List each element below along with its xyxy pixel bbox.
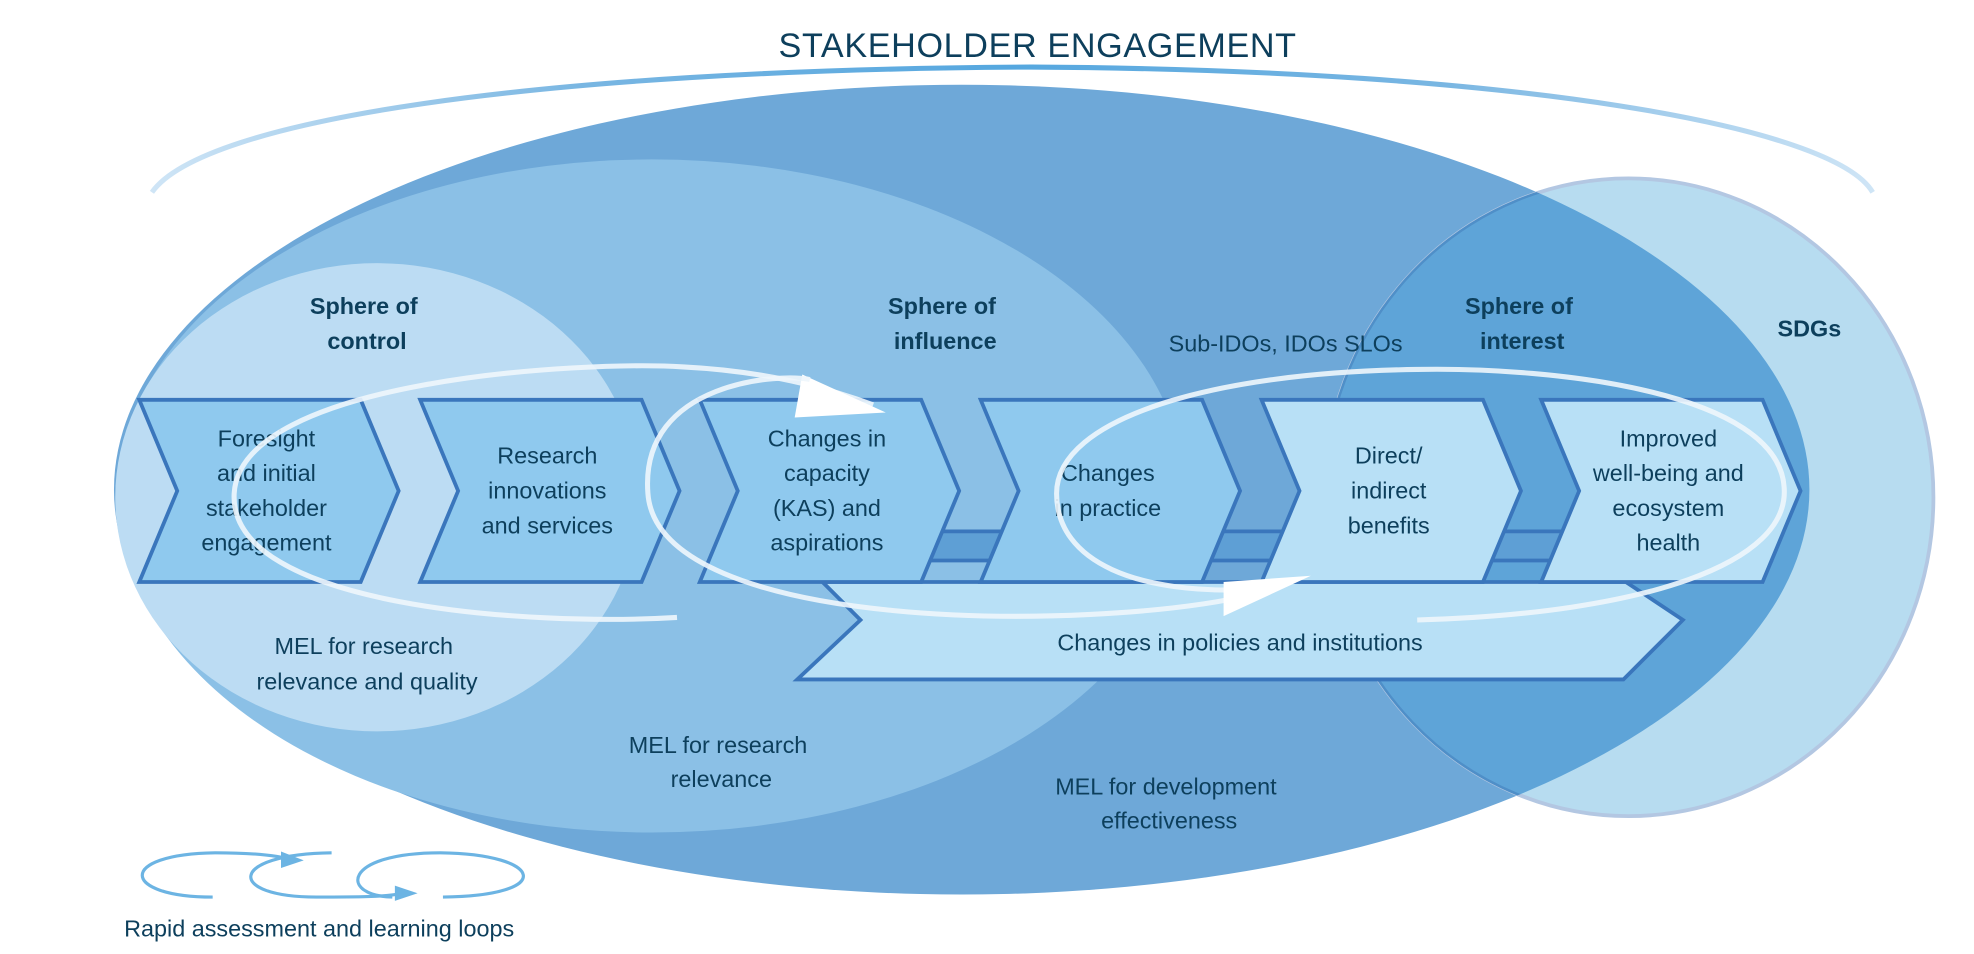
sphere-interest-label: Sphere of interest [1465,293,1579,354]
policy-arrow-label: Changes in policies and institutions [1057,629,1422,655]
chevron-step-2 [417,397,682,584]
diagram-title: STAKEHOLDER ENGAGEMENT [779,27,1297,65]
legend-label: Rapid assessment and learning loops [124,915,514,941]
chevron-step-6 [1538,397,1803,584]
mel-quality-label: MEL for research relevance and quality [256,633,477,694]
chevron-step-3 [696,397,962,584]
learning-loop-right [1054,366,1787,623]
learning-loop-middle [645,375,1254,619]
stakeholder-engagement-arc [149,64,1875,194]
outcome-levels-label: Sub-IDOs, IDOs SLOs [1169,331,1403,357]
sphere-control-label: Sphere of control [310,293,424,354]
chevron-step-4 [977,397,1243,584]
sphere-influence-label: Sphere of influence [888,293,1002,354]
mel-relevance-label: MEL for research relevance [629,732,814,792]
mel-development-label: MEL for development effectiveness [1055,774,1283,834]
learning-loop-arrowhead-right [1223,575,1311,617]
sdgs-label: SDGs [1778,316,1842,342]
chevron-step-5 [1258,397,1523,584]
learning-loops-icon [140,851,525,901]
learning-loop-left [231,363,875,622]
learning-loop-arrowhead-left [794,374,886,418]
